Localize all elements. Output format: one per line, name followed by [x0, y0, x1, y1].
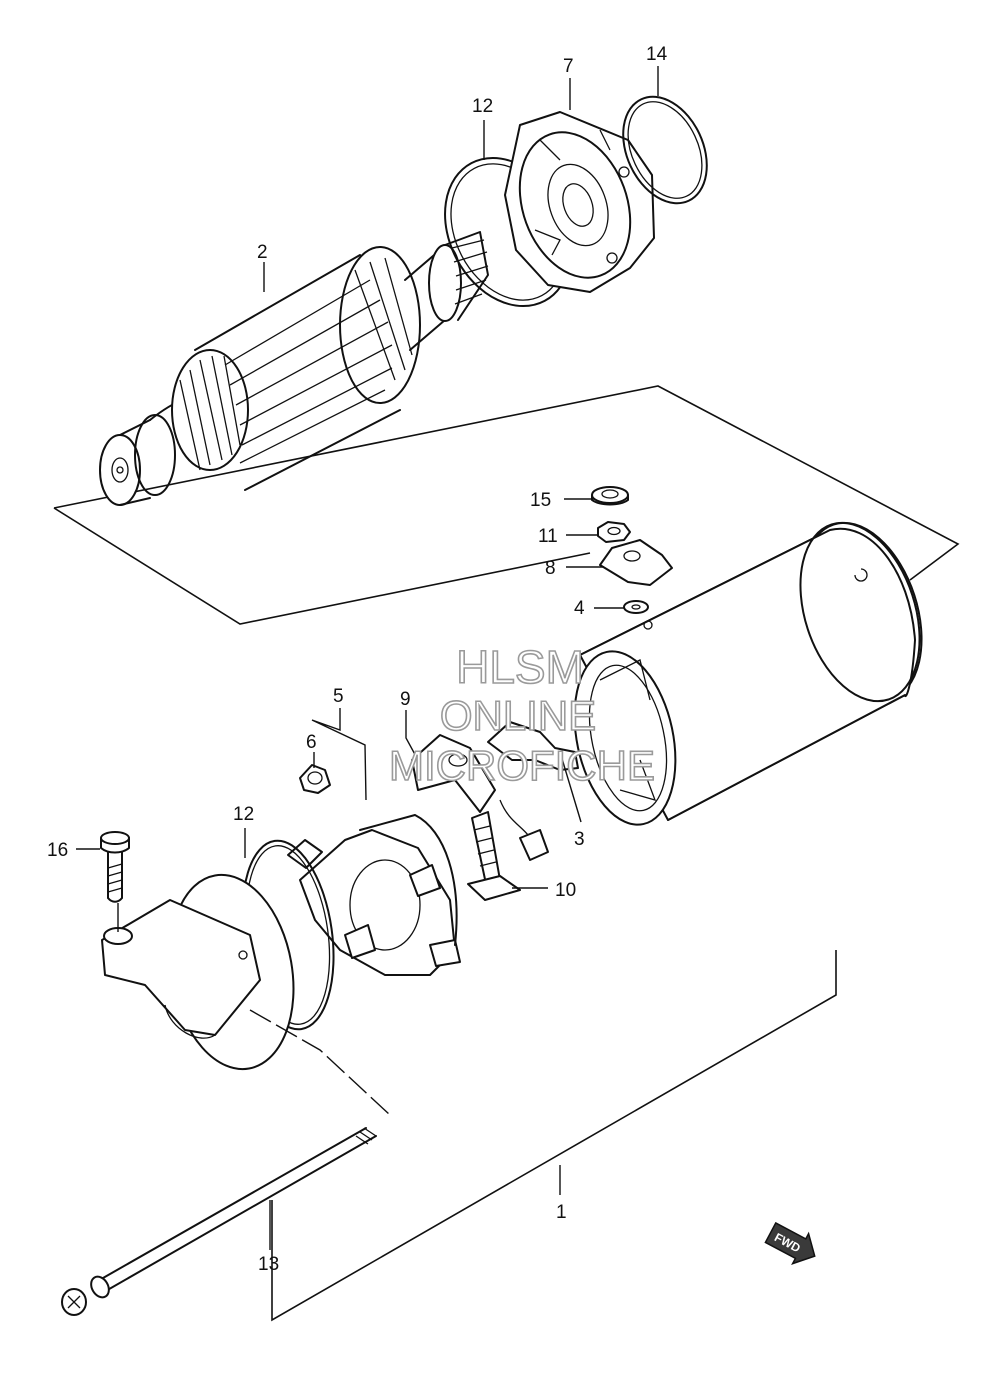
callout-14: 14	[646, 44, 668, 65]
callout-8: 8	[545, 558, 556, 579]
terminal-bolt-10	[467, 811, 521, 901]
callout-11: 11	[538, 526, 558, 547]
through-bolt-13	[61, 1127, 377, 1316]
callout-1: 1	[556, 1202, 567, 1223]
leader-lines	[76, 66, 659, 1250]
nut-15	[591, 486, 629, 506]
callout-12-lower: 12	[233, 804, 254, 825]
armature-group-frame	[53, 385, 960, 625]
watermark-line-1: HLSM	[456, 641, 584, 693]
callout-2: 2	[257, 242, 268, 263]
watermark-line-2: ONLINE	[440, 692, 596, 739]
watermark-line-3: MICROFICHE	[389, 742, 655, 789]
callout-12-upper: 12	[472, 96, 493, 117]
brush-holder-5	[287, 814, 461, 976]
callout-6: 6	[306, 732, 317, 753]
cap-6	[299, 764, 331, 794]
nut-11	[597, 521, 631, 543]
callout-16: 16	[47, 840, 68, 861]
brush-3	[487, 721, 579, 861]
callouts: 1 2 3 4 5 6 7 8 9 10 11 12 12 13 14 15 1…	[47, 44, 668, 1275]
bolt-16	[100, 831, 130, 903]
housing-end-rear	[101, 873, 295, 1071]
assembly-group-frame	[271, 950, 837, 1322]
callout-9: 9	[400, 689, 411, 710]
o-ring-14	[622, 95, 708, 205]
callout-7: 7	[563, 56, 574, 77]
callout-5: 5	[333, 686, 344, 707]
callout-4: 4	[574, 598, 585, 619]
housing-end-front	[504, 111, 655, 293]
insulator-8	[599, 539, 673, 586]
callout-13: 13	[258, 1254, 279, 1275]
washer-4	[623, 600, 649, 614]
callout-10: 10	[555, 880, 576, 901]
callout-15: 15	[530, 490, 551, 511]
brush-plate-9	[411, 734, 496, 813]
watermark: HLSM ONLINE MICROFICHE	[388, 640, 656, 790]
yoke-case	[573, 521, 923, 826]
fwd-arrow-icon	[764, 1221, 816, 1265]
armature	[99, 231, 489, 506]
fwd-direction-badge: FWD	[764, 1221, 816, 1265]
callout-3: 3	[574, 829, 585, 850]
